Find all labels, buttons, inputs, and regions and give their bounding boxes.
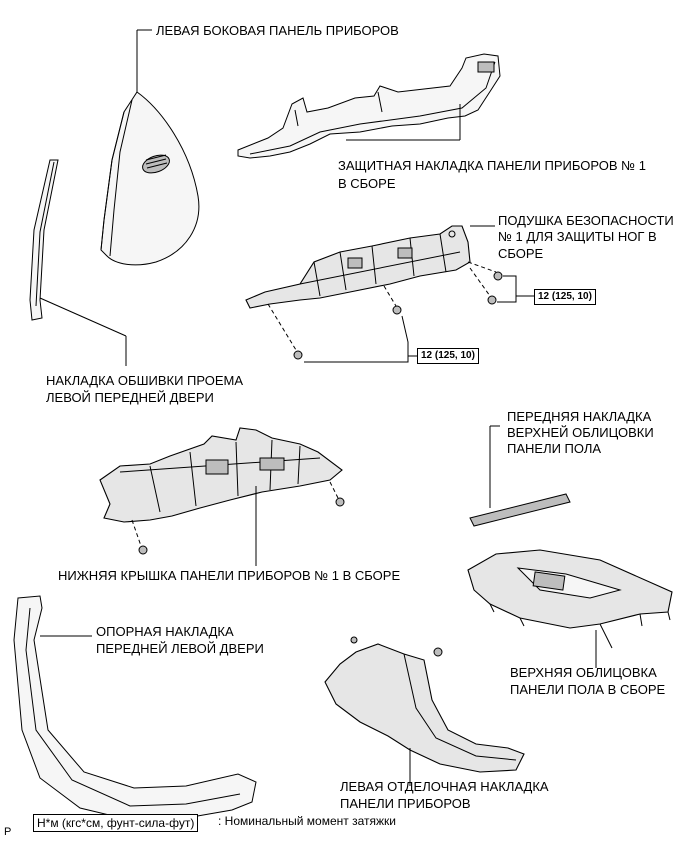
left-side-panel-part (100, 91, 200, 266)
front-upper-console-panel-part (469, 493, 571, 527)
label-opening-trim-line2: ЛЕВОЙ ПЕРЕДНЕЙ ДВЕРИ (46, 390, 214, 405)
torque-box-upper: 12 (125, 10) (534, 289, 596, 305)
instrument-panel-protector-part (237, 53, 501, 159)
corner-mark: P (4, 826, 12, 838)
door-scuff-plate-part (13, 595, 257, 821)
label-left-side-panel: ЛЕВАЯ БОКОВАЯ ПАНЕЛЬ ПРИБОРОВ (156, 23, 399, 38)
label-front-upper-line3: ПАНЕЛИ ПОЛА (507, 441, 602, 456)
label-scuff-line2: ПЕРЕДНЕЙ ЛЕВОЙ ДВЕРИ (96, 641, 264, 656)
label-lower-cover: НИЖНЯЯ КРЫШКА ПАНЕЛИ ПРИБОРОВ № 1 В СБОР… (58, 568, 401, 583)
legend-unit-box: Н*м (кгс*см, фунт-сила-фут) (33, 814, 199, 832)
label-airbag-line2: № 1 ДЛЯ ЗАЩИТЫ НОГ В (498, 229, 657, 244)
lower-instrument-cover-part (99, 427, 343, 523)
torque-box-lower: 12 (125, 10) (417, 348, 479, 364)
upper-console-panel-part (467, 549, 673, 649)
legend-description: : Номинальный момент затяжки (218, 814, 396, 828)
label-protector-line2: В СБОРЕ (338, 176, 396, 191)
label-scuff-line1: ОПОРНАЯ НАКЛАДКА (96, 624, 234, 639)
label-console-line1: ВЕРХНЯЯ ОБЛИЦОВКА (510, 665, 657, 680)
label-front-upper-line1: ПЕРЕДНЯЯ НАКЛАДКА (507, 409, 652, 424)
left-finish-panel-part (324, 636, 525, 773)
label-console-line2: ПАНЕЛИ ПОЛА В СБОРЕ (510, 682, 666, 697)
label-airbag-line1: ПОДУШКА БЕЗОПАСНОСТИ (498, 213, 674, 228)
label-airbag-line3: СБОРЕ (498, 246, 544, 261)
label-finish-line1: ЛЕВАЯ ОТДЕЛОЧНАЯ НАКЛАДКА (340, 779, 549, 794)
label-protector-line1: ЗАЩИТНАЯ НАКЛАДКА ПАНЕЛИ ПРИБОРОВ № 1 (338, 158, 646, 173)
lower-cover-bolt-right (335, 497, 345, 507)
door-opening-trim-part (29, 159, 59, 321)
label-front-upper-line2: ВЕРХНЕЙ ОБЛИЦОВКИ (507, 425, 654, 440)
finish-panel-clip (433, 647, 443, 657)
airbag-bolts (293, 271, 503, 360)
label-opening-trim-line1: НАКЛАДКА ОБШИВКИ ПРОЕМА (46, 373, 244, 388)
knee-airbag-part (245, 225, 471, 309)
lower-cover-bolt-left (138, 545, 148, 555)
label-finish-line2: ПАНЕЛИ ПРИБОРОВ (340, 796, 471, 811)
